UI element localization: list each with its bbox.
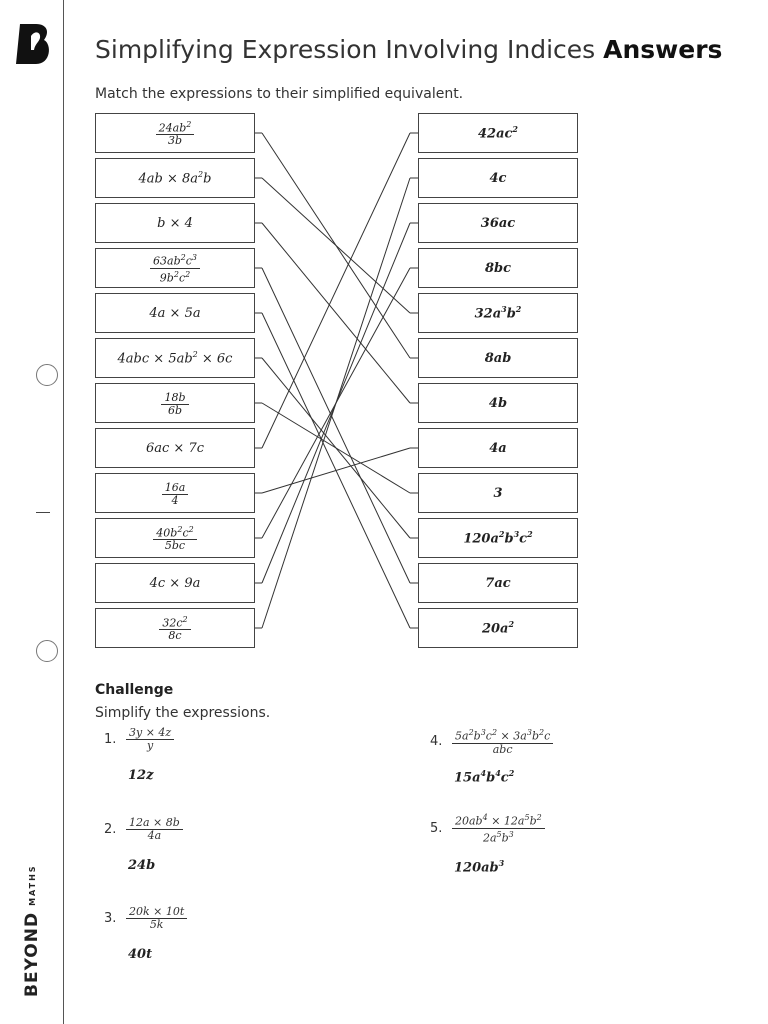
expression-text: 6ac × 7c: [145, 440, 204, 456]
question-number: 3.: [104, 911, 117, 926]
instruction: Match the expressions to their simplifie…: [95, 86, 464, 102]
answer-box: 4c: [418, 158, 578, 198]
match-line: [261, 402, 411, 494]
challenge-answer: 15a4b4c2: [454, 768, 515, 786]
answer-box: 8bc: [418, 248, 578, 288]
answer-box: 4a: [418, 428, 578, 468]
expression-box: 4a × 5a: [95, 293, 255, 333]
answer-text: 3: [493, 485, 503, 501]
question-number: 5.: [430, 820, 443, 836]
expression-box: b × 4: [95, 203, 255, 243]
expression-box: 4ab × 8a2b: [95, 158, 255, 198]
answer-box: 36ac: [418, 203, 578, 243]
fold-mark: [36, 512, 50, 513]
expression-text: 4abc × 5ab2 × 6c: [117, 349, 233, 367]
challenge-subtitle: Simplify the expressions.: [95, 705, 271, 721]
answer-box: 32a3b2: [418, 293, 578, 333]
margin-line: [63, 0, 64, 1024]
answer-box: 120a2b3c2: [418, 518, 578, 558]
challenge-answer: 120ab3: [454, 858, 505, 876]
punch-hole-bottom: [36, 640, 58, 662]
question-number: 1.: [104, 732, 117, 747]
question-number: 4.: [430, 733, 443, 749]
challenge-answer: 40t: [128, 947, 153, 962]
answer-box: 8ab: [418, 338, 578, 378]
answer-text: 42ac2: [477, 124, 518, 142]
expression-box: 6ac × 7c: [95, 428, 255, 468]
challenge-title: Challenge: [95, 682, 174, 698]
challenge-answer: 24b: [128, 858, 156, 873]
match-line: [261, 177, 411, 314]
question-number: 2.: [104, 822, 117, 837]
expression-text: 4c × 9a: [149, 575, 201, 591]
answer-text: 4a: [489, 440, 507, 456]
match-line: [261, 132, 411, 449]
expression-box: 4c × 9a: [95, 563, 255, 603]
answer-text: 7ac: [485, 575, 511, 591]
answer-text: 36ac: [480, 215, 516, 231]
expression-box: 4abc × 5ab2 × 6c: [95, 338, 255, 378]
title-main: Simplifying Expression Involving Indices: [95, 35, 596, 64]
answer-text: 4c: [489, 170, 507, 186]
answer-box: 3: [418, 473, 578, 513]
page-title: Simplifying Expression Involving Indices…: [95, 35, 722, 64]
expression-text: b × 4: [157, 215, 193, 231]
match-line: [261, 222, 411, 404]
expression-text: 4a × 5a: [149, 305, 201, 321]
answer-text: 20a2: [481, 619, 515, 637]
answer-box: 42ac2: [418, 113, 578, 153]
match-line: [261, 447, 411, 494]
answer-text: 32a3b2: [474, 304, 522, 322]
match-line: [261, 177, 411, 629]
answer-text: 4b: [488, 395, 508, 411]
punch-hole-top: [36, 364, 58, 386]
answer-box: 4b: [418, 383, 578, 423]
answer-text: 8ab: [484, 350, 512, 366]
answer-text: 8bc: [484, 260, 512, 276]
expression-text: 4ab × 8a2b: [138, 169, 212, 187]
challenge-answer: 12z: [128, 768, 154, 783]
match-line: [261, 267, 411, 584]
beyond-logo-icon: [16, 24, 49, 64]
answer-box: 20a2: [418, 608, 578, 648]
answer-text: 120a2b3c2: [463, 529, 533, 547]
title-answers: Answers: [603, 35, 723, 64]
answer-box: 7ac: [418, 563, 578, 603]
